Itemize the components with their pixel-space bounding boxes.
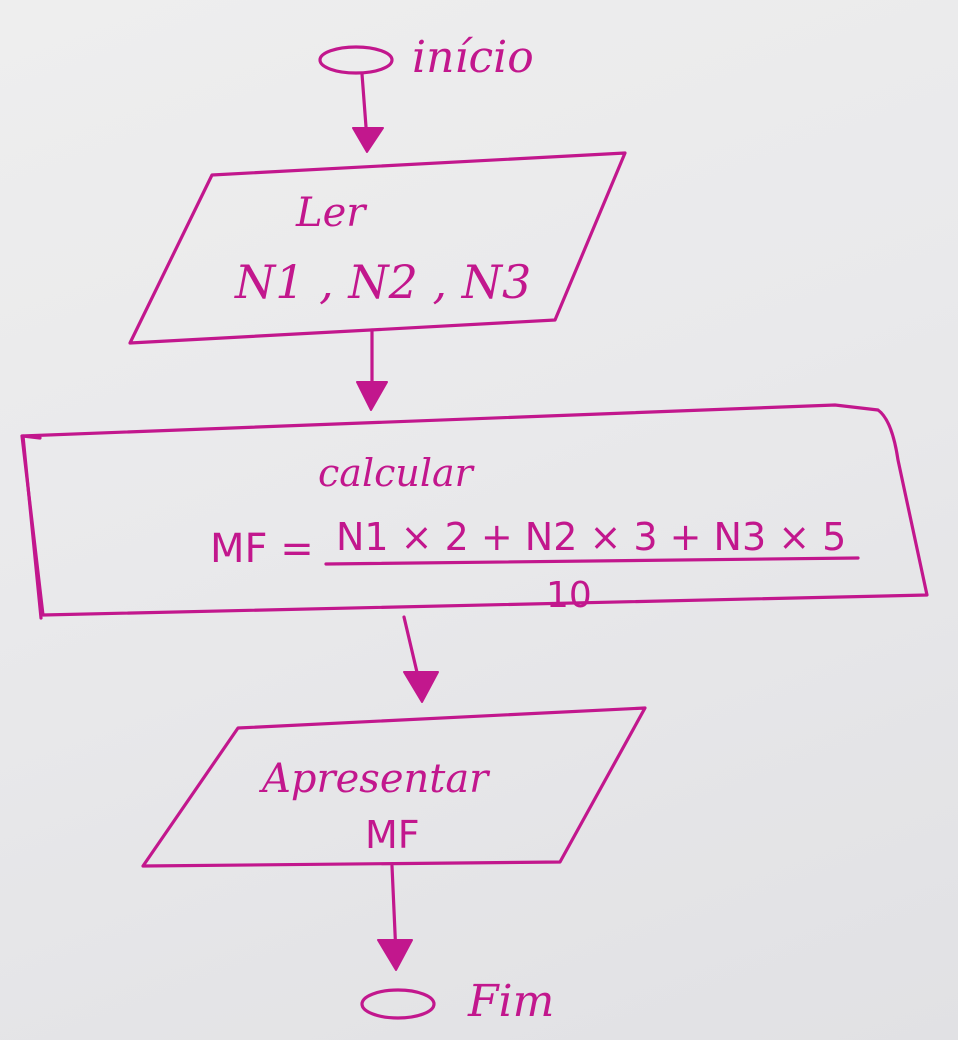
process-numerator-label: N1 × 2 + N2 × 3 + N3 × 5 <box>336 515 846 559</box>
arrow-input-to-process <box>356 328 388 411</box>
output-action-label: Apresentar <box>258 756 491 802</box>
input-action-label: Ler <box>295 190 368 236</box>
end-label: Fim <box>467 976 554 1027</box>
arrow-process-to-output <box>402 615 439 703</box>
end-terminal: Fim <box>360 976 554 1027</box>
arrow-start-to-input <box>352 72 384 153</box>
end-oval <box>360 988 436 1020</box>
input-node: Ler N1 , N2 , N3 <box>128 151 627 345</box>
start-terminal: início <box>318 32 534 83</box>
output-variables-label: MF <box>365 813 420 857</box>
start-label: início <box>412 32 534 83</box>
output-node: Apresentar MF <box>141 706 647 868</box>
start-oval <box>318 45 394 75</box>
arrow-output-to-end <box>377 864 413 971</box>
process-lhs-label: MF = <box>210 526 314 572</box>
input-variables-label: N1 , N2 , N3 <box>234 255 531 309</box>
output-parallelogram <box>141 706 647 868</box>
input-parallelogram <box>128 151 627 345</box>
process-node: calcular MF = N1 × 2 + N2 × 3 + N3 × 5 1… <box>20 403 929 620</box>
process-rectangle <box>20 403 929 617</box>
fraction-bar <box>324 556 860 566</box>
process-action-label: calcular <box>318 451 476 495</box>
process-denominator-label: 10 <box>546 575 592 616</box>
